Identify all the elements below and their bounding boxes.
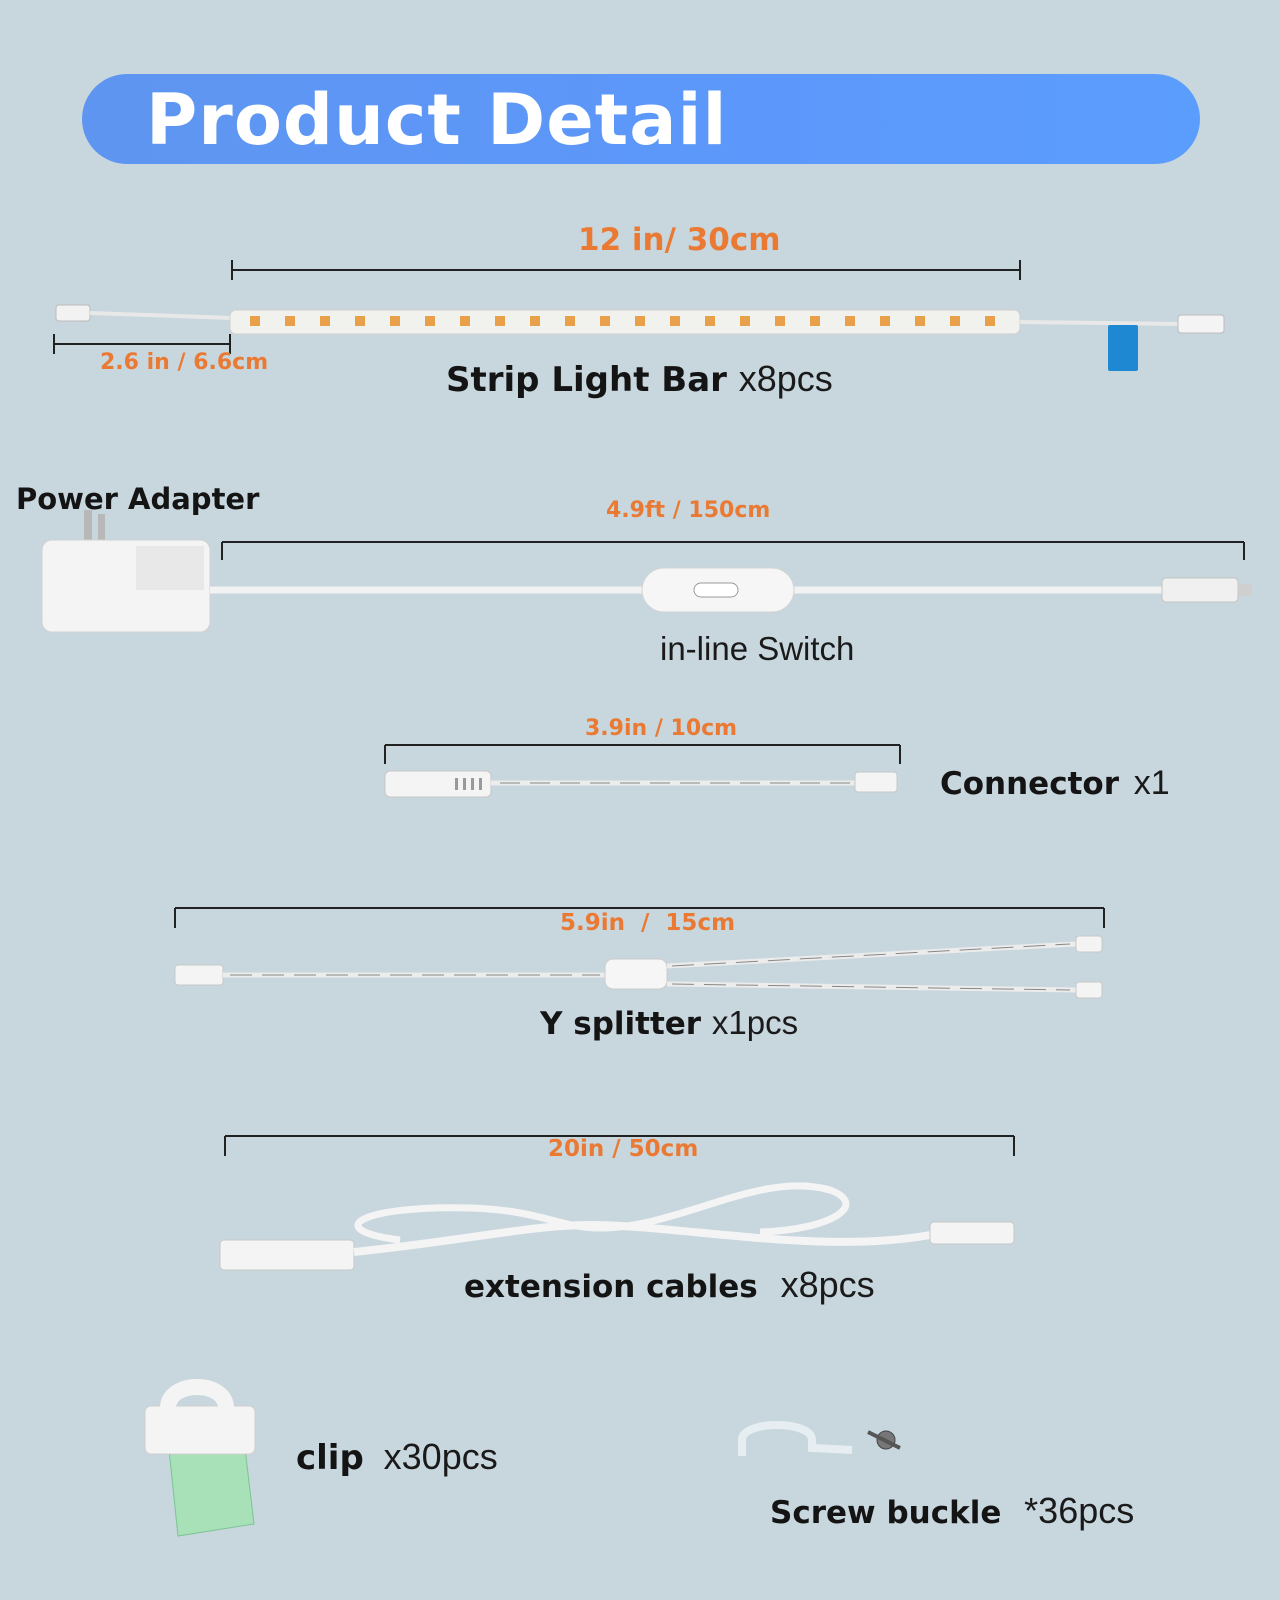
buckle-caption: Screw buckle *36pcs <box>770 1490 1134 1532</box>
connector-name: Connector <box>940 766 1119 802</box>
lead-dimension-line <box>53 334 231 354</box>
strip-length-label: 12 in/ 30cm <box>578 222 781 258</box>
splitter-dimension-line <box>174 907 1105 928</box>
clip-qty: x30pcs <box>383 1436 498 1477</box>
cable-dimension-line <box>221 541 1245 560</box>
strip-dimension-line <box>231 260 1021 280</box>
splitter-qty: x1pcs <box>711 1004 799 1041</box>
extension-caption: extension cables x8pcs <box>464 1264 875 1306</box>
adhesive-clip-icon <box>144 1379 256 1537</box>
splitter-name: Y splitter <box>540 1006 702 1042</box>
adapter-cable-length: 4.9ft / 150cm <box>606 498 771 523</box>
buckle-qty: *36pcs <box>1024 1490 1135 1531</box>
strip-name: Strip Light Bar <box>446 360 727 400</box>
connector-length-label: 3.9in / 10cm <box>585 716 738 741</box>
extension-qty: x8pcs <box>780 1264 875 1305</box>
connector-qty: x1 <box>1133 764 1170 802</box>
power-cable-icon <box>210 567 1252 613</box>
screw-buckle-icon <box>738 1421 901 1456</box>
connector-caption: Connector x1 <box>940 764 1170 803</box>
connector-dimension-line <box>384 744 901 764</box>
strip-caption: Strip Light Bar x8pcs <box>446 358 833 400</box>
extension-cable-icon <box>219 1182 1015 1271</box>
adapter-name: Power Adapter <box>16 482 260 516</box>
splitter-length-label: 5.9in / 15cm <box>560 910 736 936</box>
power-adapter-icon <box>41 510 211 633</box>
switch-label: in-line Switch <box>660 630 855 667</box>
page-title: Product Detail <box>146 79 728 161</box>
extension-length-label: 20in / 50cm <box>548 1136 699 1162</box>
buckle-name: Screw buckle <box>770 1495 1002 1531</box>
splitter-caption: Y splitter x1pcs <box>540 1004 798 1042</box>
y-splitter-icon <box>174 935 1103 999</box>
connector-cable-icon <box>384 770 898 798</box>
extension-dimension-line <box>224 1135 1015 1156</box>
clip-caption: clip x30pcs <box>296 1436 498 1478</box>
led-strip-icon <box>55 304 1225 371</box>
strip-qty: x8pcs <box>738 358 833 399</box>
clip-name: clip <box>296 1438 364 1478</box>
lead-length-label: 2.6 in / 6.6cm <box>100 350 269 375</box>
extension-name: extension cables <box>464 1269 758 1305</box>
header-banner <box>82 74 1200 164</box>
